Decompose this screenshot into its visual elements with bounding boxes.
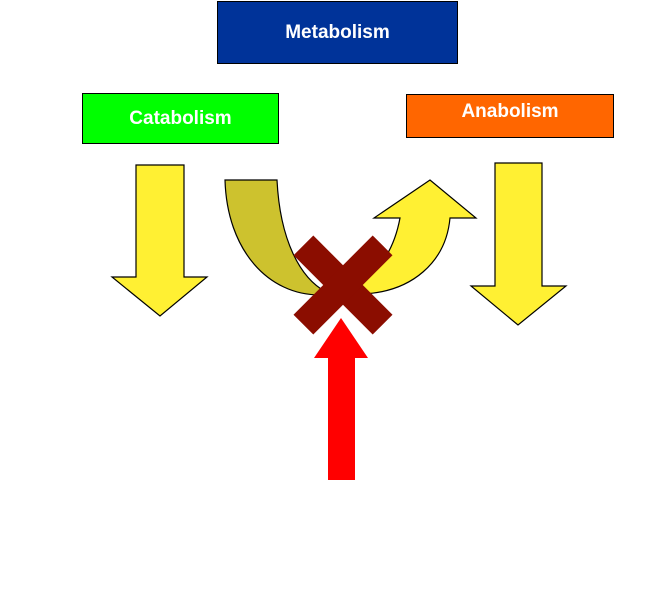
block-cross-icon — [293, 235, 393, 335]
anabolism-box: Anabolism — [406, 94, 614, 138]
catabolism-down-arrow — [110, 164, 209, 317]
anabolism-label: Anabolism — [461, 101, 559, 122]
red-up-arrow — [314, 318, 368, 480]
anabolism-down-arrow — [469, 162, 568, 326]
catabolism-box: Catabolism — [82, 93, 279, 144]
metabolism-box: Metabolism — [217, 1, 458, 64]
metabolism-label: Metabolism — [285, 21, 390, 43]
catabolism-label: Catabolism — [129, 107, 232, 129]
curved-catabolic-arrow — [224, 179, 328, 296]
curved-anabolic-arrow — [357, 179, 478, 295]
